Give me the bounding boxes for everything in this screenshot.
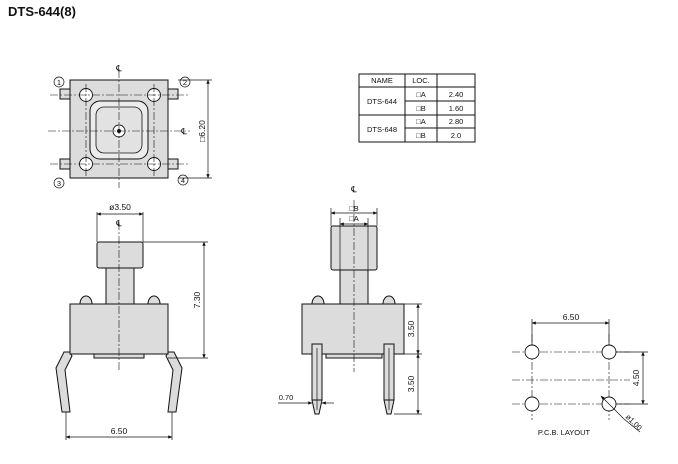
table-loc-3: □A bbox=[416, 117, 426, 126]
front-dim-cap: ø3.50 bbox=[109, 202, 131, 212]
table-name-644: DTS-644 bbox=[367, 97, 397, 106]
front-dim-lead-span: 6.50 bbox=[111, 426, 128, 436]
side-dim-lead: 3.50 bbox=[406, 375, 416, 392]
side-dim-body: 3.50 bbox=[406, 320, 416, 337]
pcb-layout-label: P.C.B. LAYOUT bbox=[538, 428, 591, 437]
front-centerline: ℄ bbox=[115, 218, 122, 228]
spec-table: NAME LOC. DTS-644 DTS-648 □A □B □A □B 2.… bbox=[358, 73, 476, 143]
side-dim-a: □A bbox=[349, 214, 359, 223]
side-dim-b: □B bbox=[349, 204, 359, 213]
pcb-dim-hole: ø1.00 bbox=[624, 412, 644, 432]
table-value-4: 2.0 bbox=[451, 131, 461, 140]
pcb-dim-x: 6.50 bbox=[563, 312, 580, 322]
pin-number-1: 1 bbox=[57, 78, 61, 87]
front-dim-height: 7.30 bbox=[192, 291, 202, 308]
top-dim-height: □6.20 bbox=[197, 120, 207, 142]
top-centerline-v: ℄ bbox=[115, 63, 122, 73]
side-view: ℄ □B □A 3.50 3.50 0.70 bbox=[278, 184, 422, 415]
top-view: □6.20 ℄ ℄ 1 2 3 4 bbox=[48, 63, 212, 189]
side-centerline: ℄ bbox=[350, 184, 357, 194]
pin-number-3: 3 bbox=[57, 179, 61, 188]
side-dim-thickness: 0.70 bbox=[279, 393, 294, 402]
table-name-648: DTS-648 bbox=[367, 125, 397, 134]
table-header-loc: LOC. bbox=[412, 76, 430, 85]
table-value-2: 1.60 bbox=[449, 104, 464, 113]
pin-number-2: 2 bbox=[183, 78, 187, 87]
top-centerline-h: ℄ bbox=[180, 126, 187, 136]
table-value-1: 2.40 bbox=[449, 90, 464, 99]
pcb-dim-y: 4.50 bbox=[631, 369, 641, 386]
page-title: DTS-644(8) bbox=[8, 4, 76, 19]
front-view: ℄ ø3.50 7.30 6.50 bbox=[55, 202, 208, 440]
pcb-layout: 6.50 4.50 ø1.00 P.C.B. LAYOUT bbox=[512, 312, 648, 437]
table-loc-1: □A bbox=[416, 90, 426, 99]
table-loc-2: □B bbox=[416, 104, 426, 113]
table-value-3: 2.80 bbox=[449, 117, 464, 126]
table-loc-4: □B bbox=[416, 131, 426, 140]
pin-number-4: 4 bbox=[181, 176, 185, 185]
table-header-name: NAME bbox=[371, 76, 393, 85]
